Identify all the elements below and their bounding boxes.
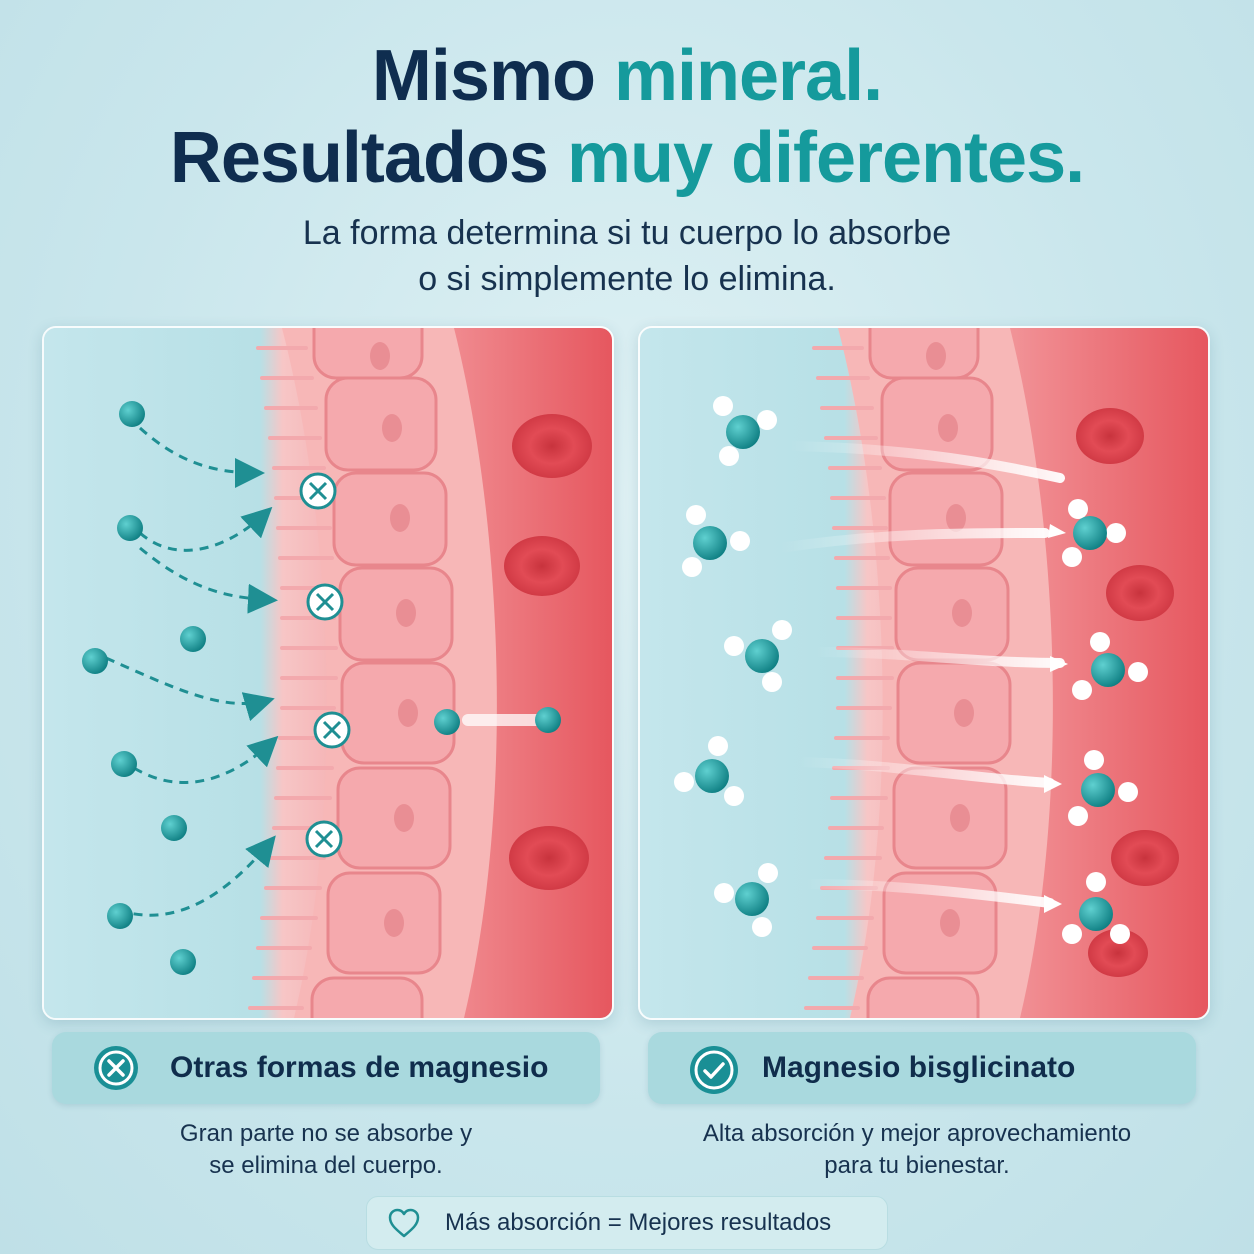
footer-text: Más absorción = Mejores resultados xyxy=(445,1209,832,1236)
heart-icon xyxy=(387,1207,421,1239)
left-illustration-panel xyxy=(42,326,614,1020)
headline-line-2: Resultados muy diferentes. xyxy=(0,118,1254,198)
subtitle-line-2: o si simplemente lo elimina. xyxy=(418,260,836,298)
bisglycinate-title: Magnesio bisglicinato xyxy=(762,1051,1076,1084)
left-illustration xyxy=(44,328,612,1018)
other-forms-label: Otras formas de magnesio xyxy=(52,1032,600,1104)
footer-pill: Más absorción = Mejores resultados xyxy=(366,1196,888,1250)
x-circle-icon xyxy=(92,1044,140,1092)
bisglycinate-desc-line-2: para tu bienestar. xyxy=(824,1152,1010,1179)
other-forms-description: Gran parte no se absorbe y se elimina de… xyxy=(52,1118,600,1182)
bisglycinate-description: Alta absorción y mejor aprovechamiento p… xyxy=(648,1118,1186,1182)
bisglycinate-desc-line-1: Alta absorción y mejor aprovechamiento xyxy=(702,1120,1132,1147)
right-illustration xyxy=(640,328,1208,1018)
other-forms-desc-line-2: se elimina del cuerpo. xyxy=(209,1152,443,1179)
headline-line-1: Mismo mineral. xyxy=(0,36,1254,116)
headline-2-text: Resultados xyxy=(169,118,567,198)
bisglycinate-label: Magnesio bisglicinato xyxy=(648,1032,1196,1104)
check-circle-icon xyxy=(688,1044,738,1094)
headline-1-accent: mineral. xyxy=(613,36,883,116)
headline-1-text: Mismo xyxy=(371,36,614,116)
other-forms-title: Otras formas de magnesio xyxy=(170,1051,549,1084)
other-forms-desc-line-1: Gran parte no se absorbe y xyxy=(179,1120,473,1147)
headline-2-accent: muy diferentes. xyxy=(566,118,1085,198)
right-illustration-panel xyxy=(638,326,1210,1020)
subtitle-line-1: La forma determina si tu cuerpo lo absor… xyxy=(302,214,952,252)
